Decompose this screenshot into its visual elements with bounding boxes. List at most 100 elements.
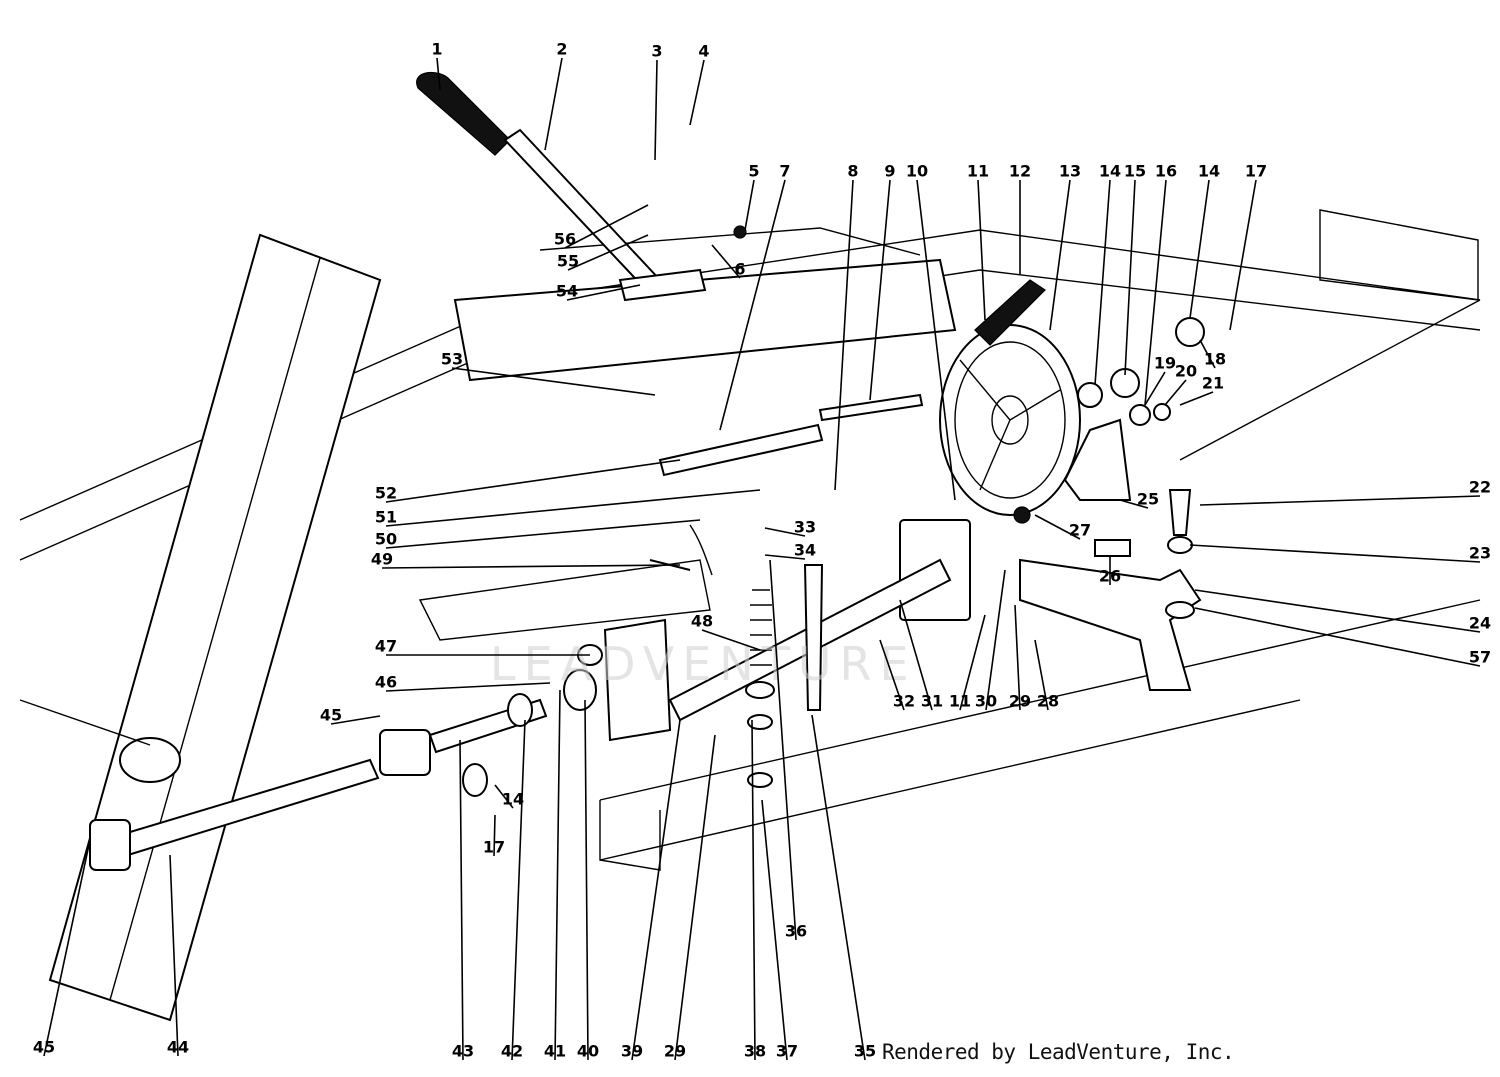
- callout-45: 45: [320, 706, 342, 725]
- leader-line-4: [689, 59, 705, 126]
- callout-49: 49: [371, 550, 393, 569]
- callout-28: 28: [1037, 692, 1059, 711]
- callout-10: 10: [906, 162, 928, 181]
- leader-line-31: [899, 599, 933, 711]
- leader-line-38: [751, 719, 756, 1061]
- leader-line-14: [1094, 179, 1111, 386]
- diagram-artwork: LEADVENTURE: [19, 71, 1481, 1022]
- callout-12: 12: [1009, 162, 1031, 181]
- leader-line-24: [1194, 589, 1481, 633]
- leader-line-27: [1034, 514, 1081, 540]
- callout-50: 50: [375, 530, 397, 549]
- leader-line-3: [654, 59, 658, 161]
- callout-17: 17: [1245, 162, 1267, 181]
- leader-line-33: [764, 527, 806, 537]
- callout-38: 38: [744, 1042, 766, 1061]
- leader-line-16: [1144, 179, 1167, 406]
- callout-30: 30: [975, 692, 997, 711]
- leader-line-34: [764, 554, 806, 560]
- leader-line-17: [1229, 179, 1257, 331]
- leader-line-36: [769, 559, 797, 941]
- leader-line-2: [544, 57, 563, 151]
- leader-line-43: [459, 739, 464, 1061]
- leader-line-8: [834, 179, 854, 491]
- callout-24: 24: [1469, 614, 1491, 633]
- leader-line-17: [493, 814, 496, 857]
- leader-line-55: [567, 234, 649, 271]
- callout-16: 16: [1155, 162, 1177, 181]
- callout-46: 46: [375, 673, 397, 692]
- callout-52: 52: [375, 484, 397, 503]
- callout-35: 35: [854, 1042, 876, 1061]
- leader-line-40: [584, 699, 589, 1061]
- callout-42: 42: [501, 1042, 523, 1061]
- leader-line-14: [1189, 179, 1210, 319]
- callout-25: 25: [1137, 490, 1159, 509]
- callout-4: 4: [698, 42, 709, 61]
- callout-27: 27: [1069, 521, 1091, 540]
- leader-line-57: [1194, 607, 1481, 667]
- callout-29: 29: [664, 1042, 686, 1061]
- leader-line-13: [1049, 179, 1071, 331]
- leader-line-6: [711, 244, 741, 279]
- callout-21: 21: [1202, 374, 1224, 393]
- leader-line-50: [385, 519, 701, 549]
- leader-line-49: [381, 564, 681, 569]
- leader-line-32: [879, 639, 905, 711]
- callout-31: 31: [921, 692, 943, 711]
- leader-line-11: [959, 614, 986, 711]
- callout-1: 1: [431, 40, 442, 59]
- callout-29: 29: [1009, 692, 1031, 711]
- callout-37: 37: [776, 1042, 798, 1061]
- callout-48: 48: [691, 612, 713, 631]
- leader-line-15: [1124, 179, 1136, 376]
- callout-11: 11: [967, 162, 989, 181]
- leader-line-45: [330, 715, 381, 725]
- leader-line-53: [451, 367, 656, 396]
- callout-20: 20: [1175, 362, 1197, 381]
- callout-41: 41: [544, 1042, 566, 1061]
- callout-57: 57: [1469, 648, 1491, 667]
- leader-line-1: [436, 57, 441, 91]
- callout-32: 32: [893, 692, 915, 711]
- callout-2: 2: [556, 40, 567, 59]
- leader-lines: [43, 57, 1481, 1061]
- leader-line-51: [385, 489, 761, 527]
- callout-54: 54: [556, 282, 578, 301]
- callout-40: 40: [577, 1042, 599, 1061]
- callout-47: 47: [375, 637, 397, 656]
- leader-line-14: [494, 784, 514, 809]
- leader-line-7: [719, 179, 786, 431]
- callout-9: 9: [884, 162, 895, 181]
- callout-14: 14: [502, 790, 524, 809]
- callout-53: 53: [441, 350, 463, 369]
- callout-14: 14: [1198, 162, 1220, 181]
- callout-56: 56: [554, 230, 576, 249]
- leader-line-39: [631, 719, 681, 1061]
- leader-line-54: [566, 284, 641, 301]
- callout-19: 19: [1154, 354, 1176, 373]
- leader-line-44: [169, 854, 179, 1057]
- callout-13: 13: [1059, 162, 1081, 181]
- leader-line-29: [1014, 604, 1021, 711]
- callout-36: 36: [785, 922, 807, 941]
- callout-11: 11: [949, 692, 971, 711]
- callout-23: 23: [1469, 544, 1491, 563]
- callout-34: 34: [794, 541, 816, 560]
- leader-line-19: [1144, 371, 1166, 406]
- callout-17: 17: [483, 838, 505, 857]
- leader-line-28: [1034, 639, 1049, 711]
- leader-line-30: [985, 569, 1006, 711]
- leader-line-42: [511, 719, 526, 1061]
- leader-line-29: [674, 734, 716, 1061]
- leader-line-41: [554, 689, 561, 1061]
- leader-line-37: [761, 799, 788, 1061]
- leader-line-22: [1199, 495, 1481, 506]
- leader-line-10: [916, 179, 956, 501]
- callout-43: 43: [452, 1042, 474, 1061]
- leader-line-20: [1164, 379, 1187, 406]
- callout-51: 51: [375, 508, 397, 527]
- callout-3: 3: [651, 42, 662, 61]
- callout-15: 15: [1124, 162, 1146, 181]
